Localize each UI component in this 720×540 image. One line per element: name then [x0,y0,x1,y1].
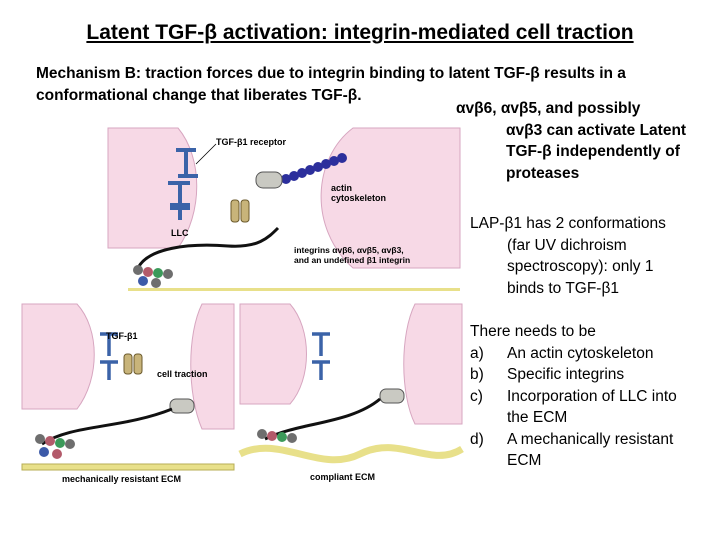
requirement-text: the ECM [507,409,568,426]
ltbp-beads-b [35,434,75,459]
actin-chain [281,153,347,184]
lap-line: LAP-β1 has 2 conformations [470,215,666,232]
lap-note: LAP-β1 has 2 conformations (far UV dichr… [470,213,666,299]
cell-left-c [239,303,307,405]
llc-chain [136,226,280,269]
cell-right-c [403,303,463,425]
requirement-text: ECM [507,452,542,469]
intro-line-1: Mechanism B: traction forces due to inte… [36,65,626,82]
requirement-text: A mechanically resistant [507,430,674,448]
ecm-compliant [238,444,464,464]
requirements-list: There needs to be a) An actin cytoskelet… [470,321,677,472]
llc-label: LLC [171,228,189,238]
requirements-intro: There needs to be [470,323,596,340]
requirement-key: d) [470,430,484,448]
llc-chain-c [264,397,381,441]
integrin-line: αvβ3 can activate Latent [506,121,687,139]
requirement-key: c) [470,387,483,405]
slide-title: Latent TGF-β activation: integrin-mediat… [86,21,634,44]
integrin-head-b [169,398,195,414]
ecm-baseline [128,288,460,291]
integrin-line: proteases [506,164,580,182]
intro-line-2: conformational change that liberates TGF… [36,87,362,104]
tgf-b-label: TGF-β1 [106,331,138,341]
tgf-beta-free [123,353,143,375]
panel-a-figure: A TGF-β1 receptor actin cytoskeleton LLC… [107,127,461,291]
ecm-c-label: compliant ECM [310,472,375,482]
integrin-label: integrins αvβ6, αvβ5, αvβ3, [294,245,404,255]
tgf-receptor [168,148,198,220]
integrin-head-c [379,388,405,404]
ecm-rigid [21,463,235,471]
mechanism-intro: Mechanism B: traction forces due to inte… [36,63,696,107]
ltbp-beads-c [257,429,297,443]
requirement-item: b) Specific integrins [470,364,677,386]
tgf-beta-dimer [230,199,250,223]
integrin-line: αvβ6, αvβ5, and possibly [456,100,641,117]
receptor-label: TGF-β1 receptor [216,137,287,147]
cell-left-b [21,303,95,410]
tgf-receptor-c [312,332,330,380]
integrin-line: TGF-β independently of [506,143,680,160]
ltbp-beads [133,265,173,288]
integrin-note: αvβ6, αvβ5, and possibly αvβ3 can activa… [456,98,686,184]
requirement-text: Specific integrins [507,366,625,383]
actin-label: actin [331,183,352,193]
requirement-item: d) A mechanically resistant ECM [470,429,677,472]
panel-c-figure: C compliant ECM [238,303,464,482]
requirement-text: An actin cytoskeleton [507,344,654,362]
requirement-key: a) [470,344,484,362]
requirement-item: c) Incorporation of LLC into the ECM [470,386,677,429]
cell-right-b [190,303,235,430]
requirement-key: b) [470,366,484,383]
actin-label: cytoskeleton [331,193,386,203]
lap-line: binds to TGF-β1 [507,279,620,297]
ecm-b-label: mechanically resistant ECM [62,474,181,484]
integrin-head [255,171,283,189]
traction-label: cell traction [157,369,208,379]
requirement-text: Incorporation of LLC into [507,387,677,405]
requirement-item: a) An actin cytoskeleton [470,343,677,365]
lap-line: (far UV dichroism [507,236,627,254]
integrin-label: and an undefined β1 integrin [294,255,410,265]
cell-right [320,127,461,269]
panel-b-figure: B TGF-β1 cell traction mechanically resi… [21,303,235,484]
lap-line: spectroscopy): only 1 [507,258,654,275]
tgf-receptor-b [100,332,118,380]
